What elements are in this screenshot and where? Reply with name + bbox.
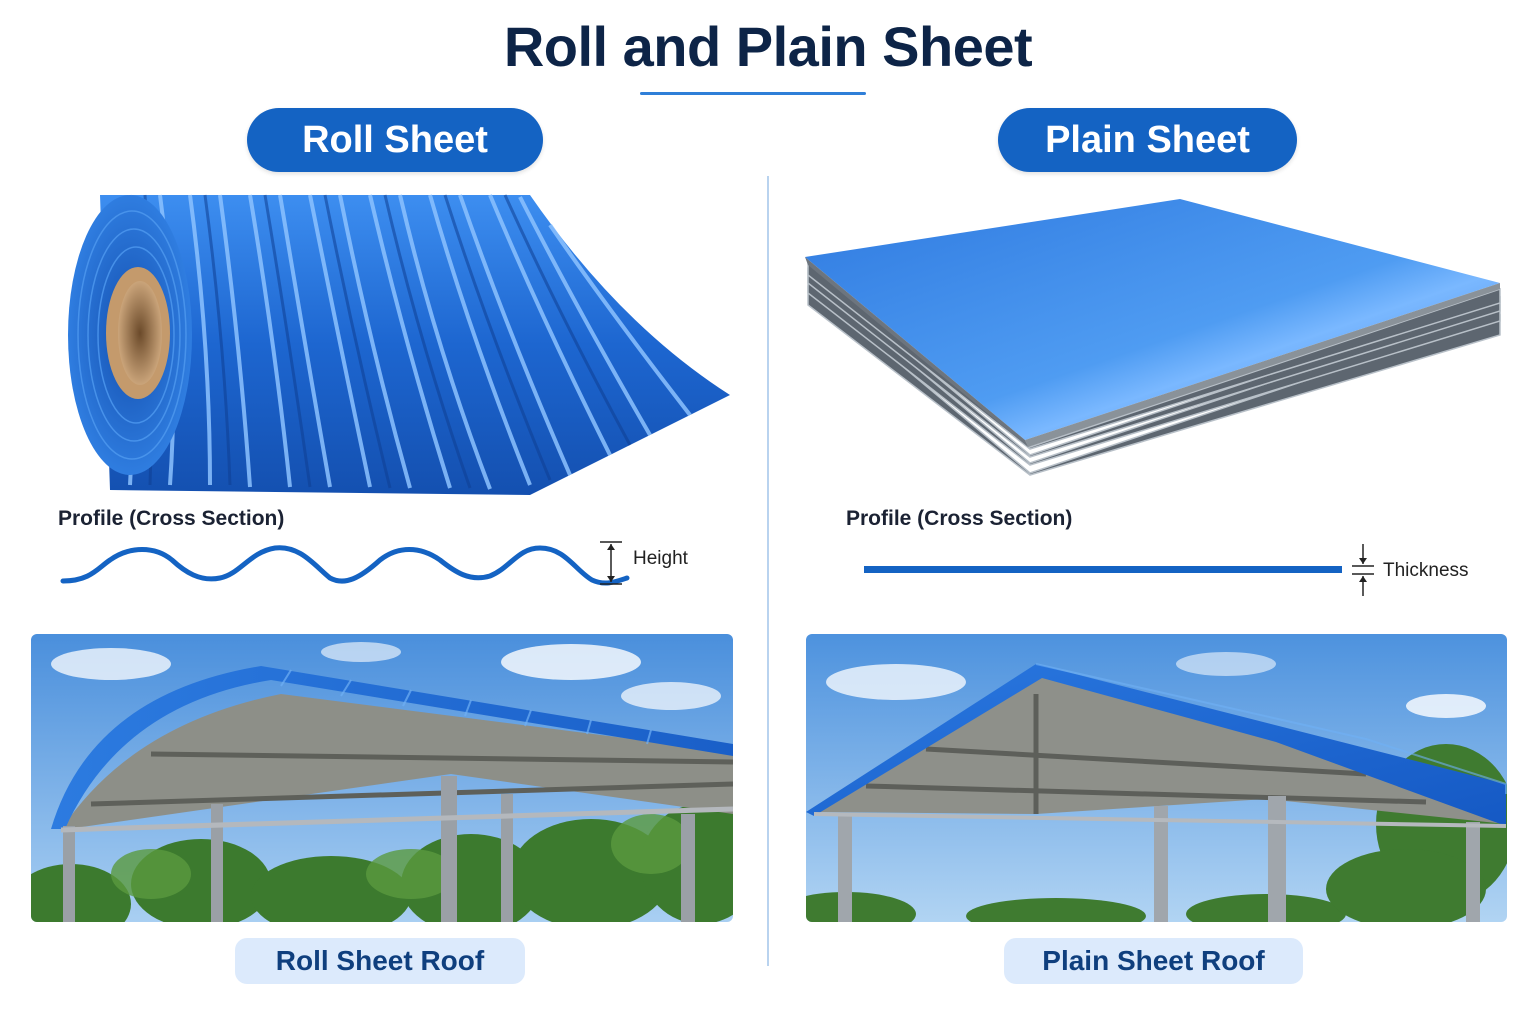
thickness-dimension-arrow <box>1352 544 1374 596</box>
roll-sheet-roof-caption: Roll Sheet Roof <box>235 938 525 984</box>
title-underline <box>640 92 866 95</box>
plain-sheet-roof-photo <box>806 634 1507 922</box>
roll-profile-wave <box>60 545 630 586</box>
plain-profile-label: Profile (Cross Section) <box>846 507 1073 530</box>
plain-sheet-heading: Plain Sheet <box>998 108 1297 172</box>
height-label: Height <box>633 548 688 569</box>
thickness-label: Thickness <box>1383 560 1469 581</box>
roll-sheet-roof-photo <box>31 634 733 922</box>
plain-sheet-stack-image <box>805 199 1501 476</box>
plain-profile-line <box>864 566 1342 573</box>
roll-sheet-heading: Roll Sheet <box>247 108 543 172</box>
roll-sheet-image <box>68 194 730 495</box>
column-divider <box>767 176 769 966</box>
plain-sheet-roof-caption: Plain Sheet Roof <box>1004 938 1303 984</box>
height-dimension-arrow <box>600 541 622 585</box>
roll-profile-label: Profile (Cross Section) <box>58 507 285 530</box>
page-title: Roll and Plain Sheet <box>503 15 1033 78</box>
